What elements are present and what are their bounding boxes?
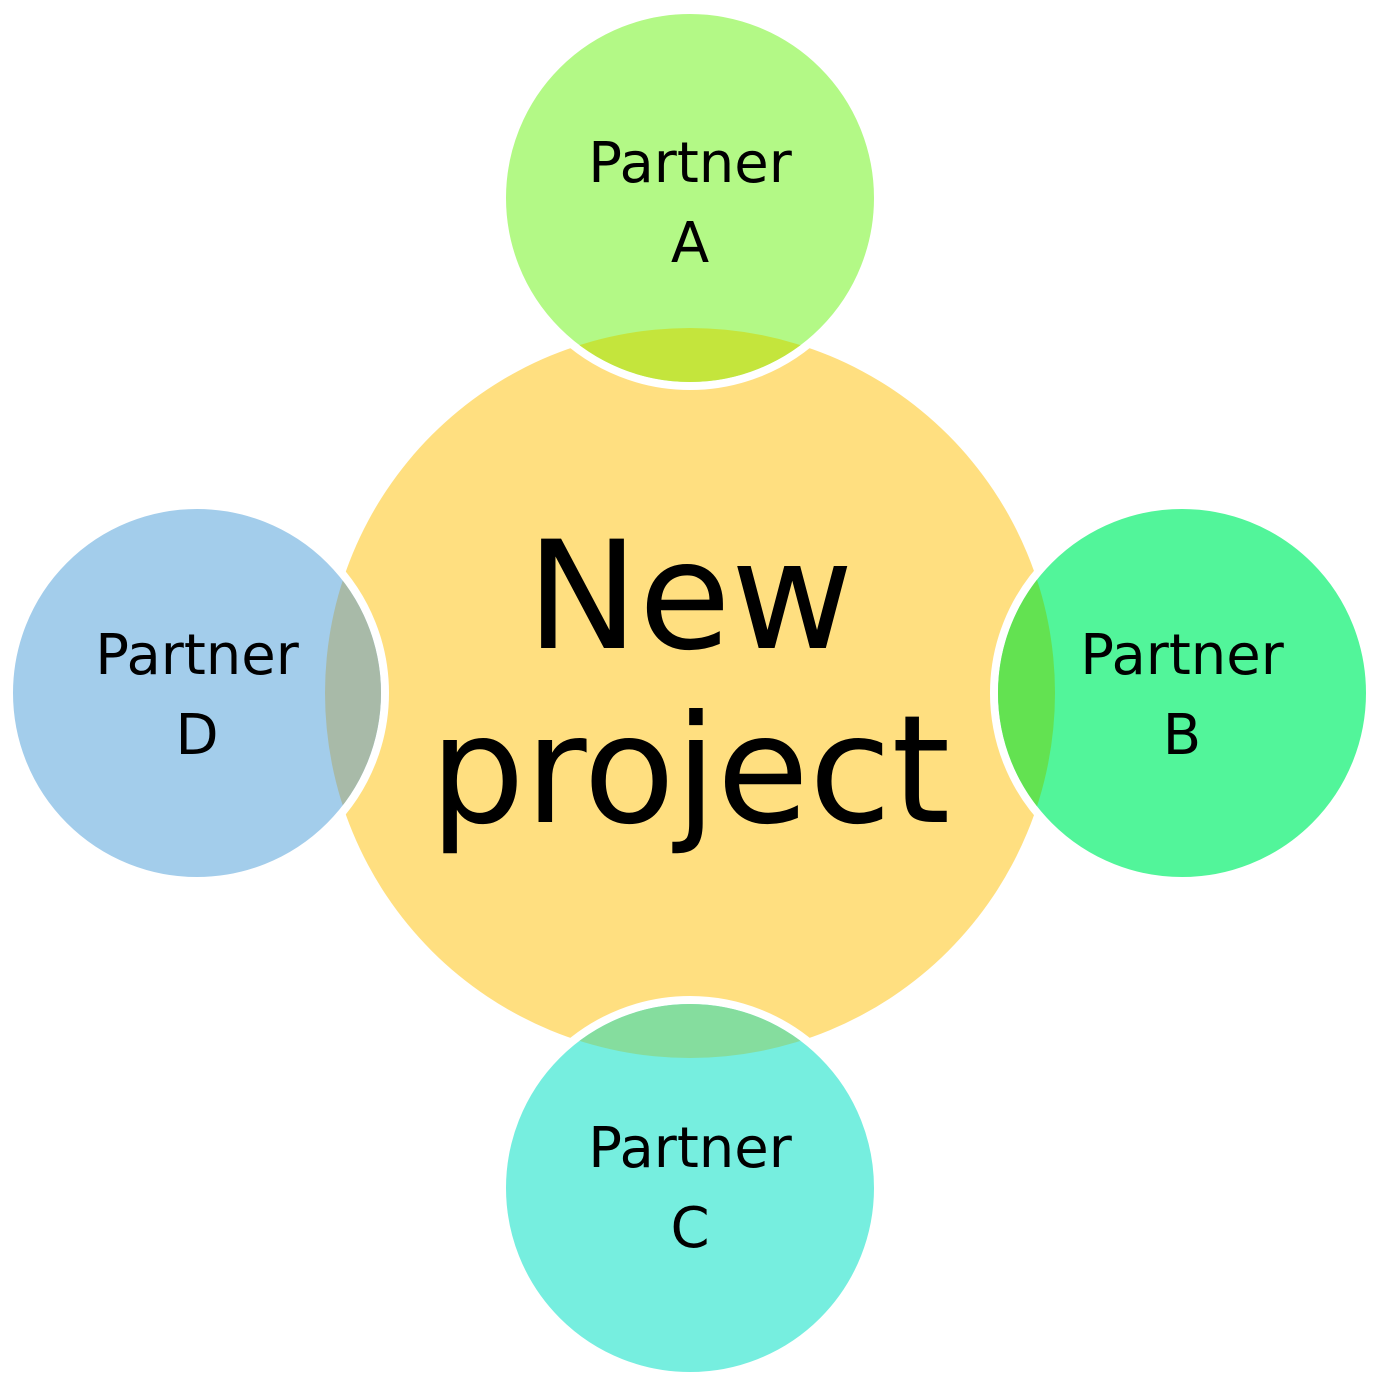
partner-a-node [498, 6, 882, 390]
partner-b-circle [990, 501, 1374, 885]
partner-c-label-line1: Partner [588, 1116, 792, 1181]
center-circle [325, 328, 1055, 1058]
partner-b-label-line2: B [1163, 703, 1201, 768]
partner-c-label-line2: C [670, 1196, 709, 1261]
partner-d-circle [5, 501, 389, 885]
center-label-line2: project [430, 684, 951, 858]
partner-a-label-line1: Partner [588, 131, 792, 196]
partner-d-label-line2: D [175, 703, 218, 768]
partner-d-node [5, 501, 389, 885]
partner-b-node [990, 501, 1374, 885]
partner-c-circle [498, 996, 882, 1380]
partner-a-circle [498, 6, 882, 390]
partner-d-label-line1: Partner [95, 623, 299, 688]
center-label-line1: New [526, 510, 853, 684]
partner-b-label-line1: Partner [1080, 623, 1284, 688]
partner-a-label-line2: A [671, 211, 709, 276]
partner-c-node [498, 996, 882, 1380]
